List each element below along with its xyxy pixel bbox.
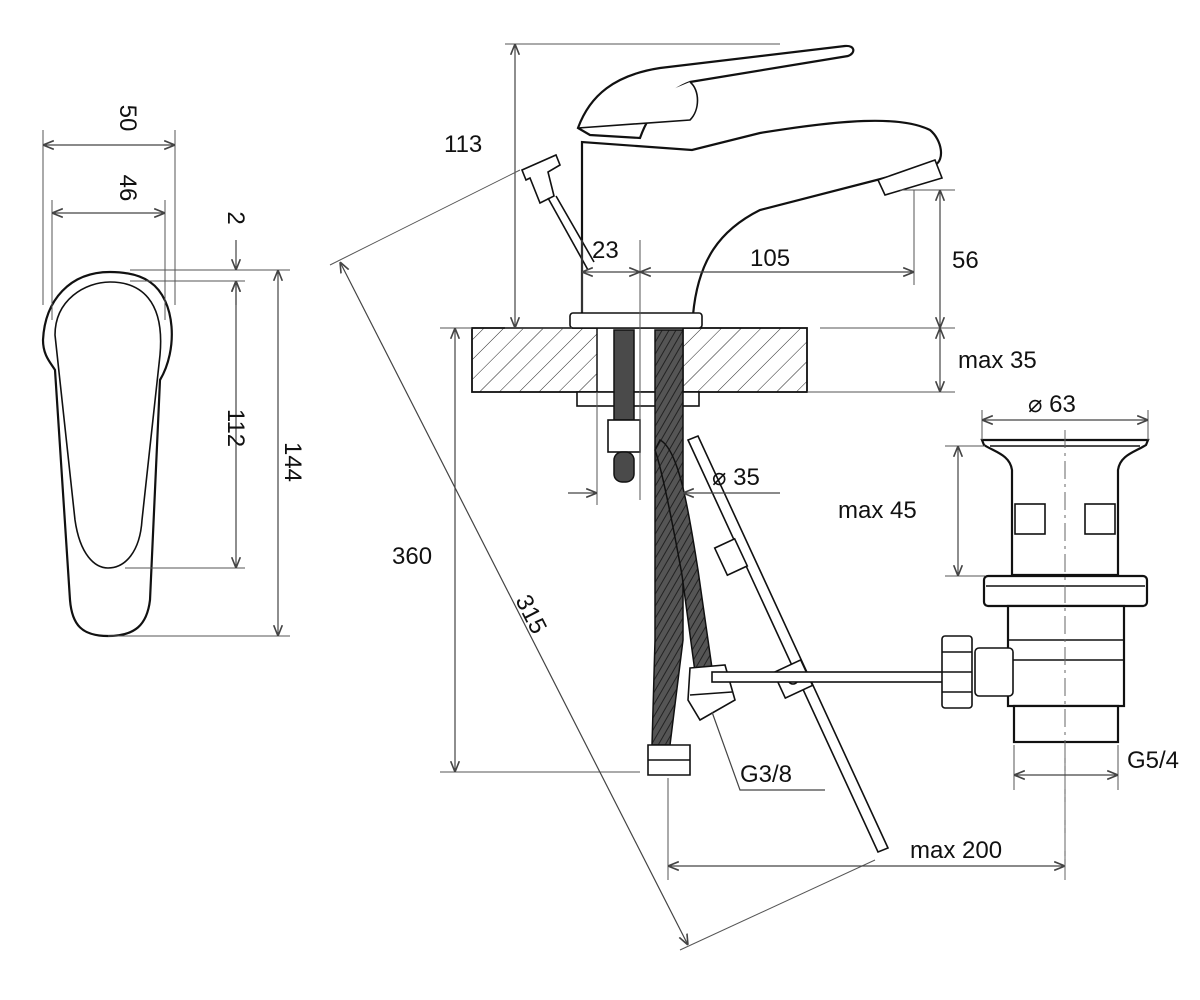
faucet-base-ring [569, 312, 703, 329]
label-hose-thread: G3/8 [740, 761, 792, 788]
drain-thread [1012, 704, 1120, 744]
dim-handle-gap: 2 [222, 211, 249, 224]
dim-handle-total-height: 144 [279, 442, 306, 482]
pull-rod [686, 434, 890, 854]
faucet-body [580, 119, 943, 317]
dim-counter-thickness: max 35 [958, 347, 1037, 374]
faucet-side-view [471, 44, 953, 854]
link-rod [711, 671, 953, 683]
dim-spout-reach: 105 [750, 245, 790, 272]
drain-side-connector [974, 647, 1014, 697]
drain-view [941, 430, 1150, 880]
dim-handle-width-outer: 50 [114, 105, 141, 132]
dim-base-offset: 23 [592, 237, 619, 264]
drain-slot-right [1084, 503, 1116, 535]
drain-slot-left [1014, 503, 1046, 535]
dim-handle-width-inner: 46 [114, 175, 141, 202]
drain-dimensions: ⌀ 63 max 45 G5/4 [838, 391, 1179, 790]
popup-knob [520, 153, 561, 205]
dim-hole-diameter: ⌀ 35 [712, 464, 760, 491]
spout-aerator [876, 158, 944, 196]
threaded-rod [613, 329, 635, 421]
dim-drain-stem: max 45 [838, 497, 917, 524]
dim-drain-diameter: ⌀ 63 [1028, 391, 1076, 418]
dim-rod-length: 315 [510, 590, 552, 638]
handle-inner-outline [54, 281, 162, 569]
dim-faucet-height: 113 [444, 131, 482, 158]
dim-spout-height: 56 [952, 247, 979, 274]
handle-front-view: 50 46 2 112 144 [41, 105, 306, 638]
dim-rod-reach: max 200 [910, 837, 1002, 864]
label-drain-thread: G5/4 [1127, 747, 1179, 774]
dim-hose-length: 360 [392, 543, 432, 570]
drain-body [1006, 604, 1126, 708]
dim-handle-inner-height: 112 [222, 409, 249, 447]
